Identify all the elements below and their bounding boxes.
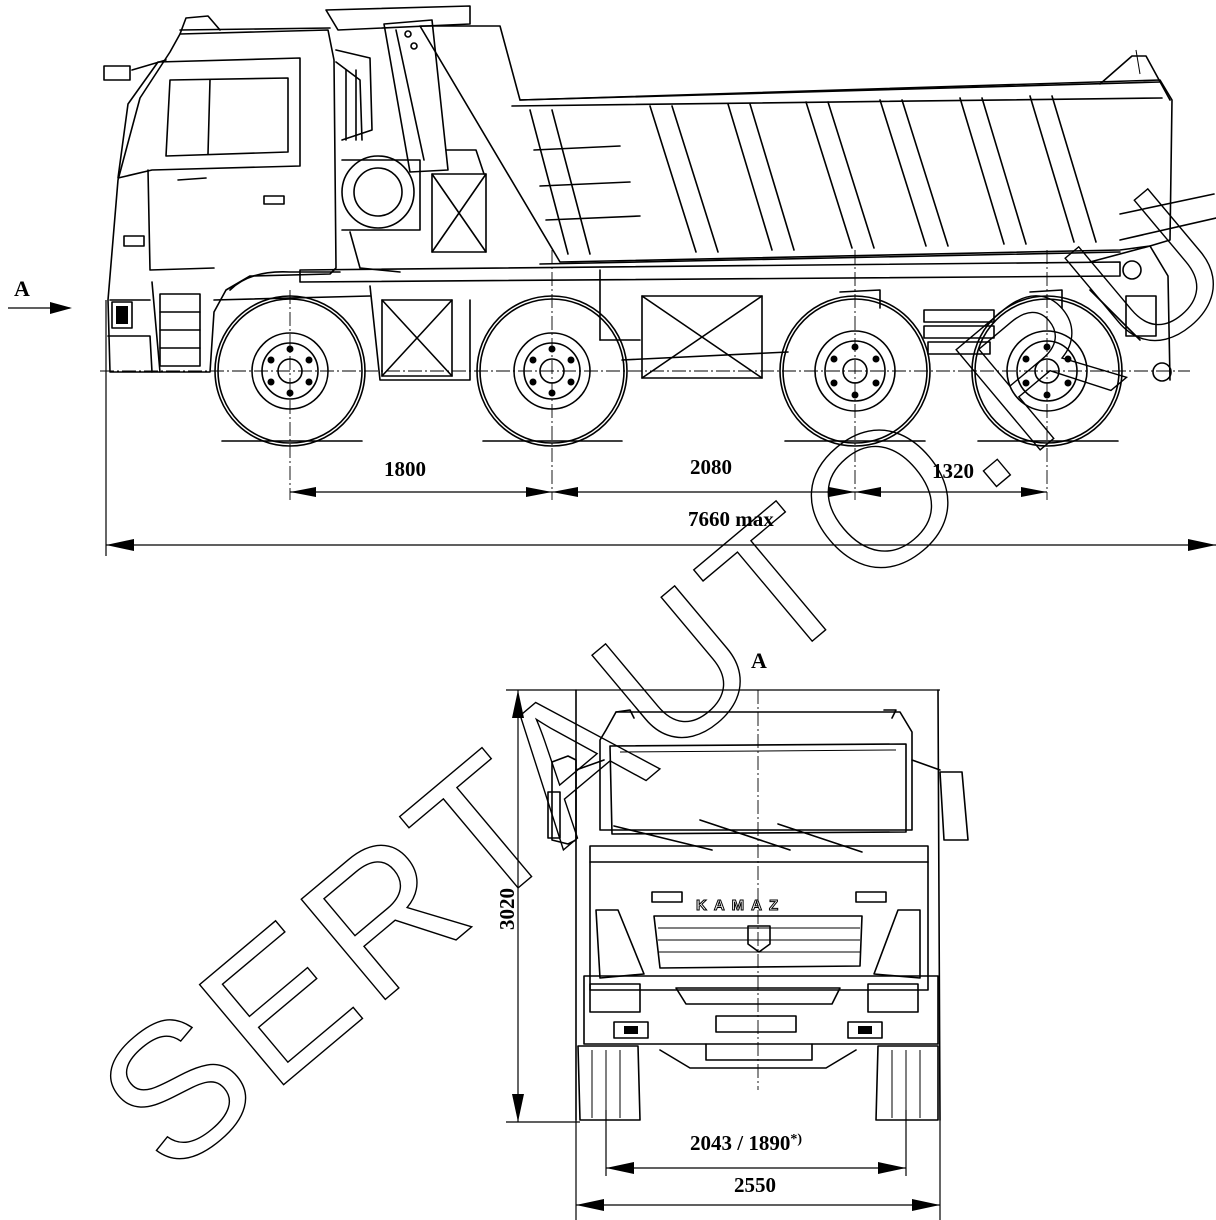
view-arrow-label: A bbox=[14, 276, 30, 301]
dim-overall-length: 7660 max bbox=[688, 507, 774, 531]
side-view-truck bbox=[100, 5, 1216, 500]
dim-track: 2043 / 1890*) bbox=[690, 1131, 802, 1155]
cab bbox=[103, 15, 337, 373]
dim-height: 3020 bbox=[495, 888, 519, 930]
dump-body bbox=[325, 5, 1216, 265]
dim-axle-3-4: 1320 bbox=[932, 459, 974, 483]
front-tyre-left bbox=[577, 1045, 641, 1121]
front-cab: KAMAZ bbox=[547, 709, 969, 1069]
dim-width: 2550 bbox=[734, 1173, 776, 1197]
hydraulic-tower bbox=[383, 19, 487, 253]
body-ribs bbox=[529, 95, 1097, 255]
brand-logo: KAMAZ bbox=[696, 897, 785, 914]
dim-axle-1-2: 1800 bbox=[384, 457, 426, 481]
axle-centerlines bbox=[289, 250, 1048, 500]
front-dimensions: 3020 2043 / 1890*) 2550 bbox=[495, 690, 941, 1220]
dim-track-footnote: *) bbox=[790, 1132, 802, 1147]
side-dimensions: 1800 2080 1320 7660 max bbox=[105, 300, 1216, 556]
engine-area bbox=[335, 49, 421, 273]
front-tyre-right bbox=[875, 1045, 939, 1121]
front-view-truck: A KAMAZ bbox=[506, 648, 969, 1121]
dim-track-value: 2043 / 1890 bbox=[690, 1131, 790, 1155]
dim-axle-2-3: 2080 bbox=[690, 455, 732, 479]
front-view-label: A bbox=[751, 648, 767, 673]
chassis-frame bbox=[213, 245, 1172, 382]
view-arrow-a: A bbox=[8, 276, 72, 314]
